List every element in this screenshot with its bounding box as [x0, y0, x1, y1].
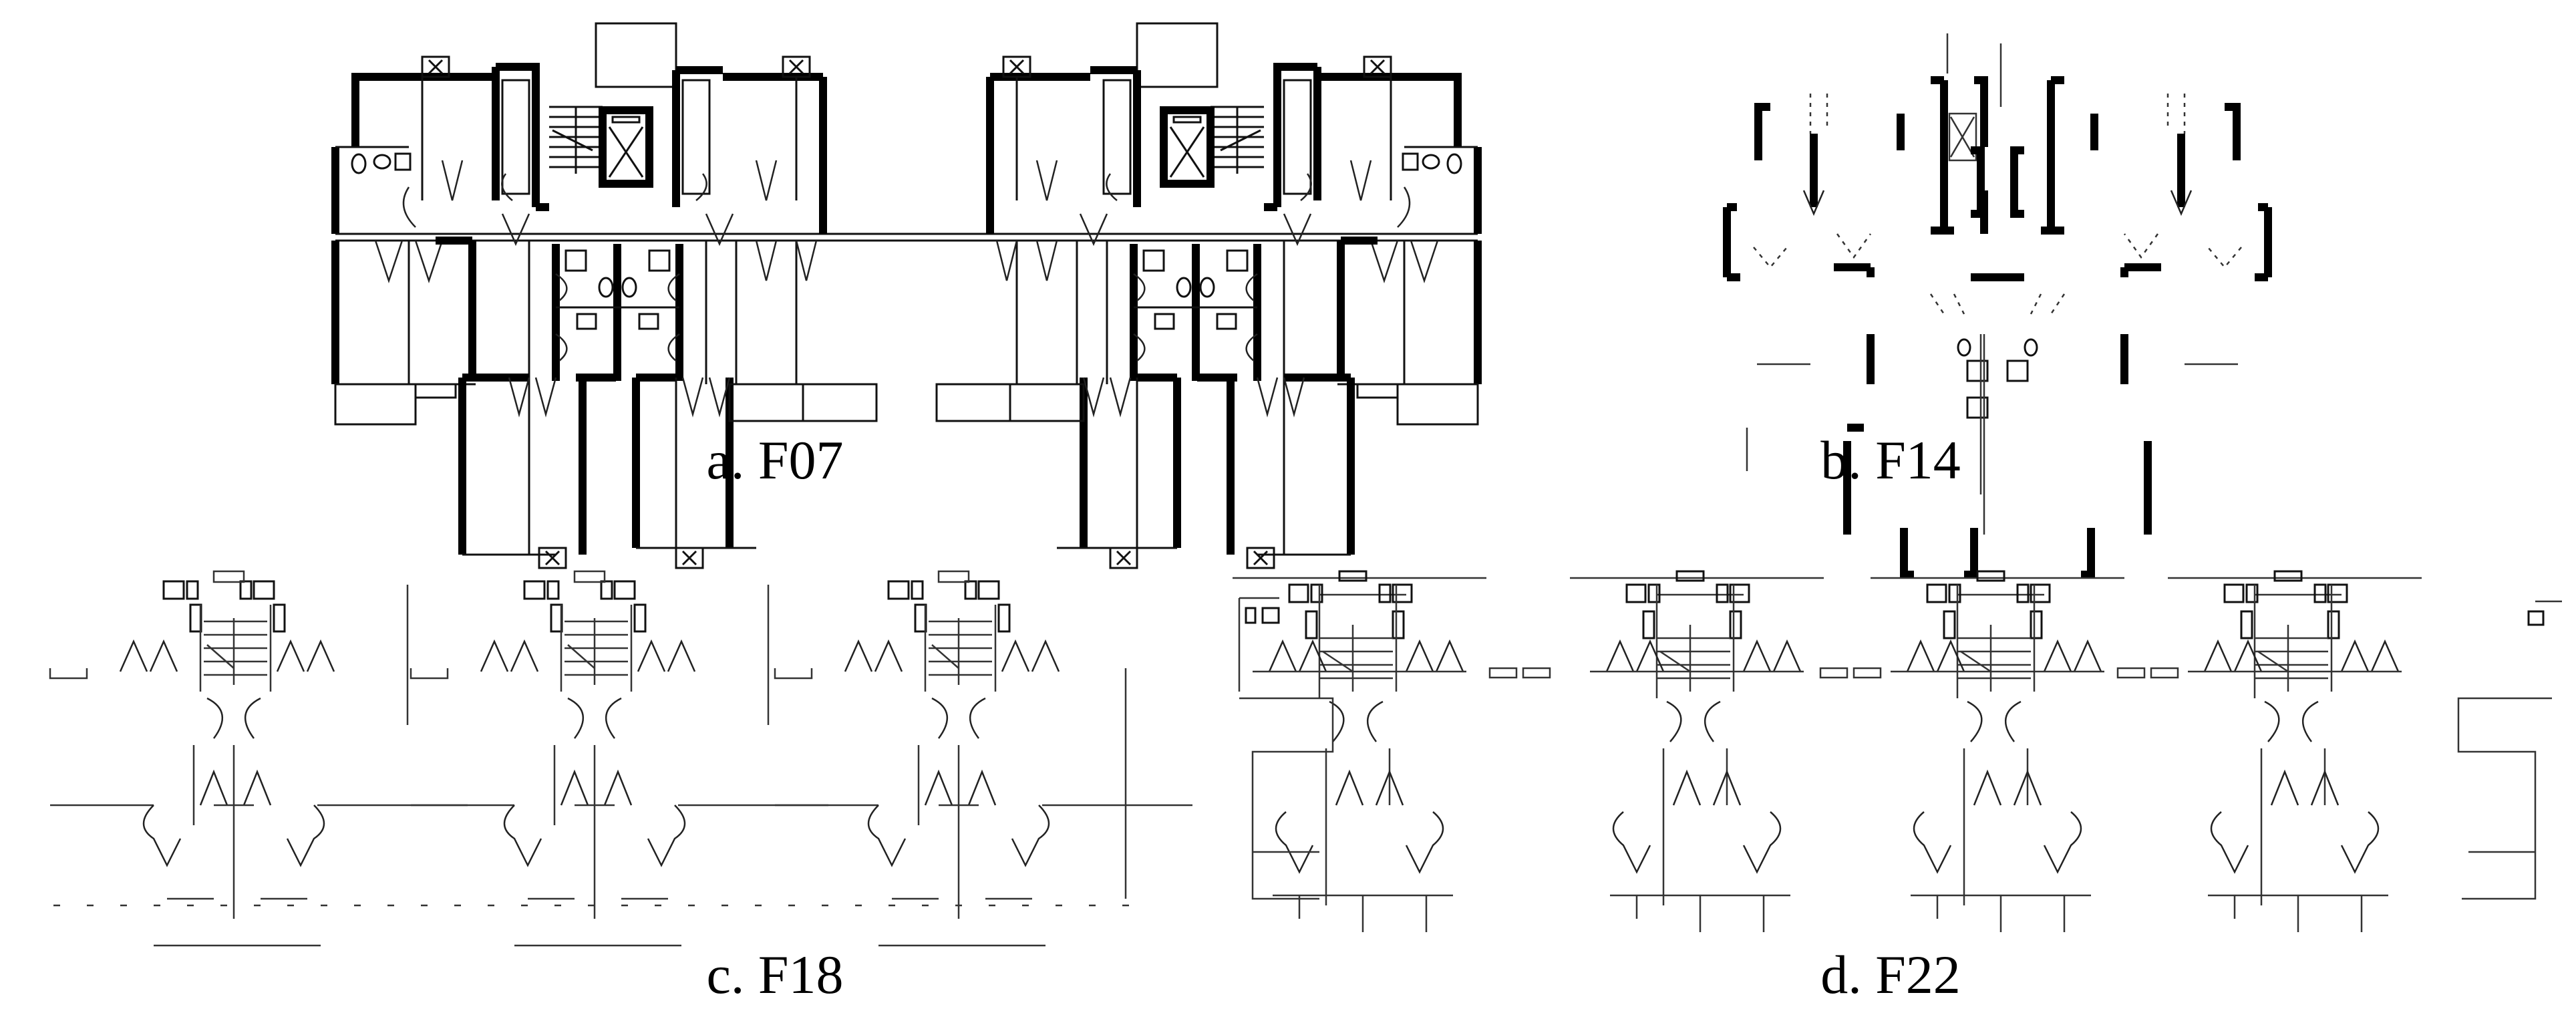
floorplan-f22-drawing: [1231, 570, 2562, 933]
f22-unit-3: [1869, 570, 2126, 933]
panel-b-floorplan: [1710, 13, 2285, 579]
floorplan-f07-drawing: [331, 22, 1482, 569]
panel-a-floorplan: [329, 13, 1484, 569]
floorplan-f18-drawing: [49, 570, 1194, 947]
f07-left-wing: [331, 22, 1478, 569]
f18-unit-3: [774, 570, 1194, 947]
f14-left-half: [1723, 33, 2024, 579]
f18-unit-1: [49, 570, 469, 947]
stair-icon: [549, 106, 603, 174]
panel-d-floorplan: [1226, 558, 2565, 933]
panel-a-caption: a. F07: [706, 430, 844, 490]
f22-unit-4: [2166, 570, 2423, 933]
f22-corridor-windows: [1488, 667, 2179, 679]
f18-unit-2: [410, 570, 830, 947]
f18-party-walls: [406, 585, 770, 725]
f22-unit-2: [1569, 570, 1825, 933]
panel-d-caption: d. F22: [1820, 944, 1961, 1005]
elevator-icon: [599, 106, 653, 188]
panel-c-caption: c. F18: [706, 944, 844, 1005]
panel-c-floorplan: [40, 558, 1194, 947]
floorplan-f14-drawing: [1723, 33, 2272, 579]
f14-right-half: [1971, 76, 2272, 579]
panel-b-caption: b. F14: [1820, 430, 1961, 490]
f07-right-wing: [935, 22, 1482, 569]
